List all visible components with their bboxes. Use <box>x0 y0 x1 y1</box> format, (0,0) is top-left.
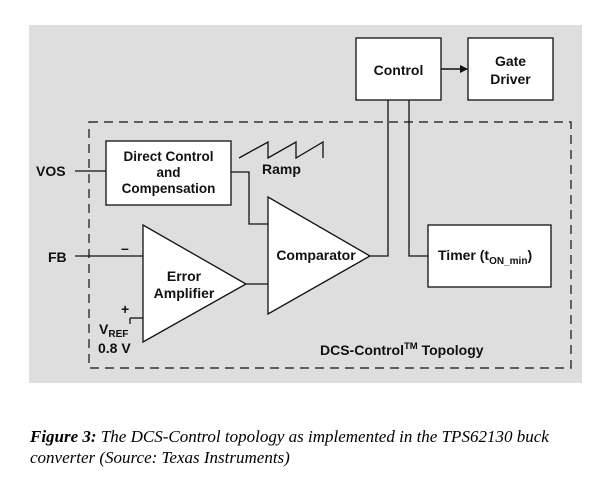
control-to-timer-wire <box>408 100 428 257</box>
direct-control-label-line2: and <box>156 165 180 180</box>
minus-sign: – <box>121 240 129 256</box>
topology-label: DCS-ControlTM Topology <box>320 341 484 358</box>
vref-label: VREF <box>99 321 128 340</box>
fb-label: FB <box>48 249 67 265</box>
vref-value: 0.8 V <box>98 340 131 356</box>
control-label: Control <box>374 62 424 78</box>
gate-driver-label-line2: Driver <box>490 71 531 87</box>
ramp-waveform <box>238 140 324 160</box>
dcs-control-diagram: Control Gate Driver Direct Control and C… <box>29 25 582 383</box>
direct-control-block <box>105 140 232 206</box>
error-amplifier-label-line1: Error <box>167 268 202 284</box>
caption-text: The DCS-Control topology as implemented … <box>30 427 549 467</box>
direct-control-label-line1: Direct Control <box>123 149 213 164</box>
comparator-triangle <box>267 195 372 316</box>
timer-block <box>427 224 552 288</box>
figure-label: Figure 3: <box>30 427 97 446</box>
error-amplifier-label-line2: Amplifier <box>154 285 215 301</box>
comparator-label: Comparator <box>276 247 356 263</box>
direct-control-label-line3: Compensation <box>122 181 216 196</box>
control-block <box>355 37 442 101</box>
plus-sign: + <box>121 301 129 317</box>
ramp-label: Ramp <box>262 161 301 177</box>
timer-label: Timer (tON_min) <box>438 247 532 267</box>
vos-label: VOS <box>36 163 66 179</box>
compensation-to-comparator-wire <box>231 171 268 225</box>
error-amplifier-triangle <box>142 223 248 344</box>
comparator-to-control-wire <box>370 100 389 257</box>
figure-caption: Figure 3: The DCS-Control topology as im… <box>30 426 590 468</box>
gate-driver-block <box>467 37 554 101</box>
gate-driver-label-line1: Gate <box>495 53 526 69</box>
dcs-control-boundary <box>88 121 572 369</box>
